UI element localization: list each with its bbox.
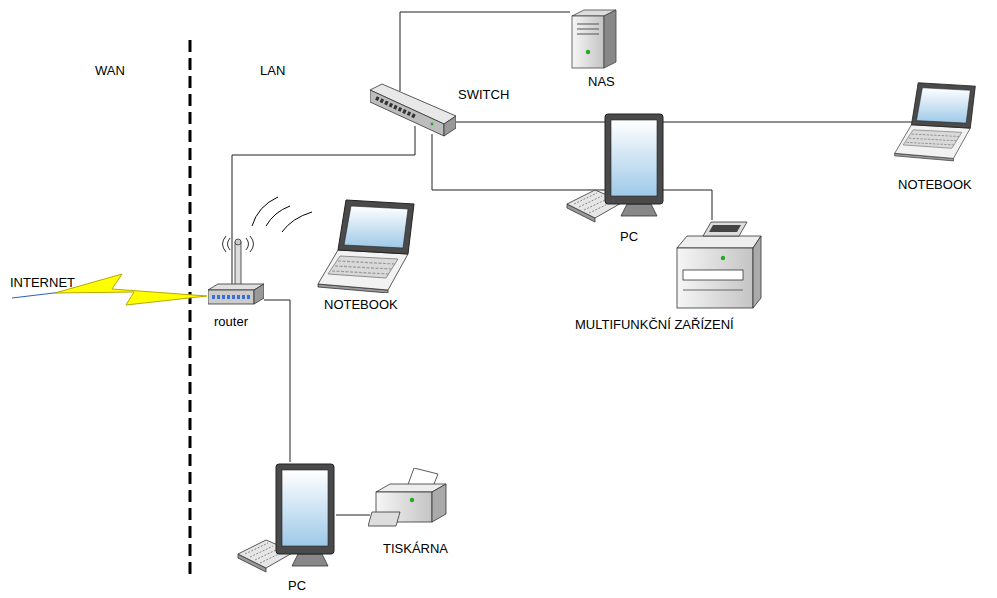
device-icon	[893, 74, 977, 168]
nas-device: NAS	[570, 8, 618, 70]
network-switch: SWITCH	[370, 82, 456, 138]
wifi-wave	[266, 206, 290, 226]
device-drawing	[368, 468, 446, 526]
device-icon	[368, 468, 448, 540]
zone-label: LAN	[260, 64, 285, 77]
desktop-pc: PC	[236, 462, 336, 574]
network-cable	[264, 300, 290, 462]
device-label: PC	[288, 579, 306, 592]
device-drawing	[318, 200, 414, 293]
device-icon	[570, 8, 618, 70]
wifi-router: router	[208, 284, 264, 306]
device-icon	[673, 218, 765, 314]
device-drawing	[208, 236, 264, 304]
desktop-pc: PC	[563, 112, 667, 224]
device-icon	[236, 462, 336, 574]
device-icon	[316, 198, 416, 293]
network-cable	[454, 122, 913, 123]
device-drawing	[677, 222, 761, 308]
zone-label: WAN	[95, 64, 125, 77]
device-label: router	[214, 315, 248, 328]
device-icon	[563, 112, 667, 224]
device-drawing	[238, 464, 334, 572]
wifi-wave	[252, 197, 278, 226]
multifunction-device: MULTIFUNKČNÍ ZAŘÍZENÍ	[673, 218, 765, 314]
notebook: NOTEBOOK	[316, 198, 416, 293]
internet-link	[12, 292, 62, 298]
device-icon	[370, 82, 456, 138]
device-label: NOTEBOOK	[898, 178, 972, 191]
device-label: TISKÁRNA	[383, 542, 448, 555]
device-icon	[208, 236, 264, 308]
network-label: INTERNET	[10, 276, 75, 289]
wifi-wave	[282, 212, 312, 232]
wan-lan-boundary	[189, 40, 192, 576]
device-label: NAS	[588, 75, 615, 88]
device-drawing	[567, 114, 663, 222]
device-label: MULTIFUNKČNÍ ZAŘÍZENÍ	[575, 318, 734, 331]
lightning-bolt	[55, 274, 207, 305]
device-label: NOTEBOOK	[324, 298, 398, 311]
notebook: NOTEBOOK	[893, 74, 977, 168]
device-drawing	[895, 83, 976, 161]
device-label: SWITCH	[458, 88, 509, 101]
printer: TISKÁRNA	[368, 468, 448, 540]
device-label: PC	[620, 230, 638, 243]
network-cable	[400, 12, 570, 91]
device-drawing	[370, 84, 456, 136]
wifi-waves	[252, 197, 312, 232]
network-cable	[336, 515, 370, 516]
device-drawing	[572, 10, 616, 68]
